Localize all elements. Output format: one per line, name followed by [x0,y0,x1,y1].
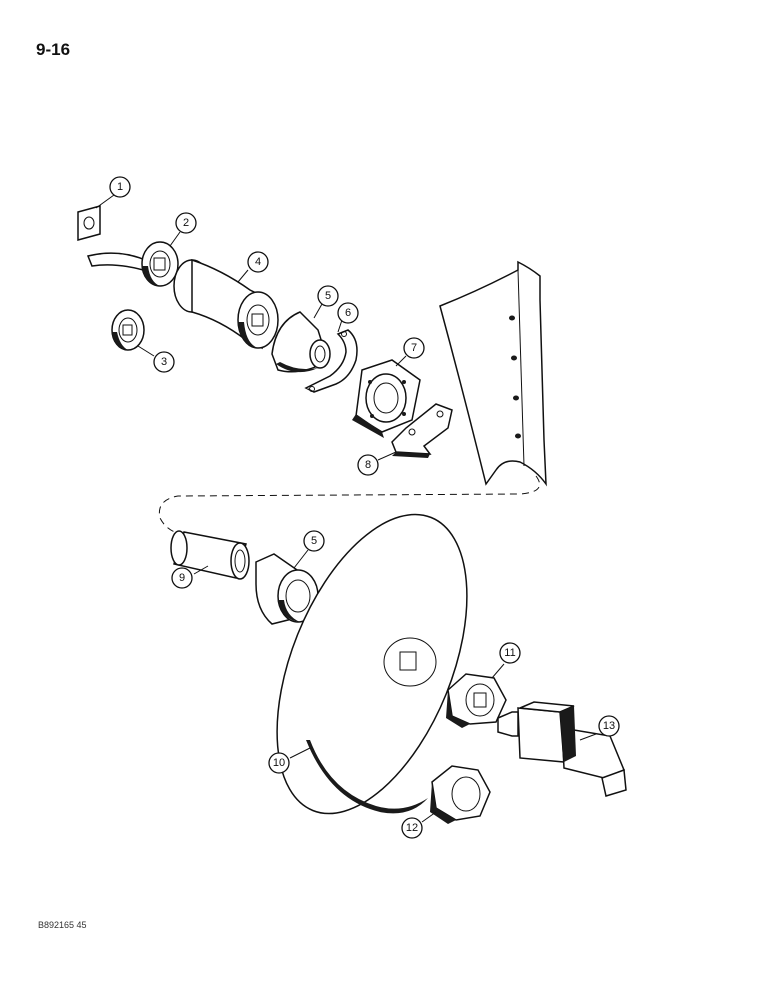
callout-12: 12 [401,817,423,839]
bell-spacer-icon [255,553,319,625]
square-axle-bolt-icon [497,701,627,797]
callout-number: 12 [406,822,418,834]
figure-code: B892165 45 [38,920,87,930]
callout-number: 4 [255,256,261,268]
callout-7: 7 [403,337,425,359]
leader-line [377,451,397,461]
callout-number: 5 [311,535,317,547]
callout-number: 8 [365,459,371,471]
leader-line [193,565,209,575]
hex-nut-icon [446,673,507,728]
callout-3: 3 [153,351,175,373]
callout-number: 9 [179,572,185,584]
leader-line [421,811,437,823]
callout-number: 13 [603,720,615,732]
leader-line [237,269,249,283]
callout-2: 2 [175,212,197,234]
leader-line [579,733,597,741]
lock-plate-icon [77,205,101,241]
bearing-washer-icon [86,241,179,287]
leader-line [491,663,505,679]
callout-5-lower: 5 [303,530,325,552]
callout-11: 11 [499,642,521,664]
callout-number: 5 [325,290,331,302]
page-number: 9-16 [36,40,71,59]
leader-line [289,747,311,759]
mount-bracket-icon [391,403,453,458]
callout-number: 7 [411,342,417,354]
hex-nut-icon [430,765,491,824]
leader-line [293,549,309,569]
callout-6: 6 [337,302,359,324]
leader-line [313,303,323,319]
disc-standard-icon [439,260,547,487]
callout-5-upper: 5 [317,285,339,307]
callout-number: 10 [273,757,285,769]
callout-number: 11 [504,647,515,659]
disc-blade-icon [276,513,468,815]
callout-number: 1 [117,181,123,193]
callout-1: 1 [109,176,131,198]
spool-spacer-icon [173,258,279,350]
leader-line [137,345,155,357]
callout-number: 2 [183,217,189,229]
leader-line [337,319,343,333]
leader-line [169,231,181,247]
bearing-washer-icon [111,309,145,351]
callout-9: 9 [171,567,193,589]
leader-line [395,355,407,367]
callout-number: 3 [161,356,167,368]
tube-spacer-icon [170,530,250,580]
bracket-clip-icon [304,329,358,393]
bearing-housing-icon [352,359,421,438]
callout-4: 4 [247,251,269,273]
callout-8: 8 [357,454,379,476]
callout-number: 6 [345,307,351,319]
callout-10: 10 [268,752,290,774]
callout-13: 13 [598,715,620,737]
leader-line [95,194,115,209]
bell-spacer-icon [271,311,331,373]
assembly-path-line [158,475,540,535]
